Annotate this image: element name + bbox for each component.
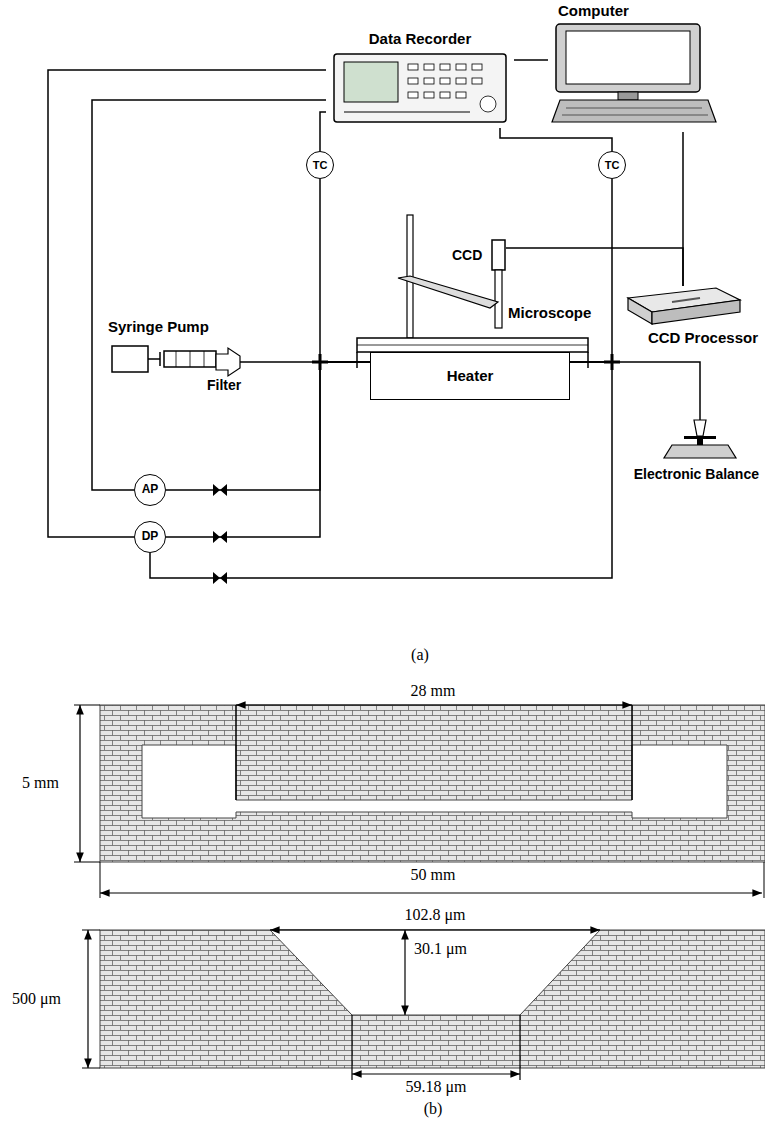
node-text: TC [313, 159, 328, 172]
node-text: CCD Processor [648, 329, 758, 346]
node-text: Microscope [508, 304, 591, 321]
pipe-or-wire [92, 100, 326, 490]
dimension-label: 102.8 μm [402, 906, 467, 924]
dimension-label: 59.18 μm [403, 1078, 468, 1096]
channel-plate-section [74, 705, 765, 898]
balance-drawing [664, 404, 736, 458]
pipe-or-wire [683, 132, 684, 286]
node-text: Electronic Balance [634, 466, 759, 482]
dimension-label: 500 μm [10, 990, 63, 1008]
node-text: DP [142, 530, 159, 544]
node-text: Data Recorder [369, 30, 472, 47]
pipe-or-wire [166, 362, 370, 490]
pipe-or-wire [570, 179, 612, 362]
pipe-or-wire [166, 362, 370, 537]
ccd-node: CCD [452, 238, 506, 272]
syringe-pump-drawing [112, 346, 250, 376]
pipe-or-wire [514, 60, 548, 61]
node-text: Computer [558, 2, 629, 19]
computer-node: Computer [548, 2, 720, 132]
microscope-node: Microscope [508, 302, 604, 324]
syringe-pump-node: Syringe Pump [108, 318, 250, 376]
panel-label: (b) [422, 1100, 445, 1118]
thermocouple-node: TC [598, 151, 626, 179]
pipe-or-wire [48, 70, 326, 537]
node-text: AP [142, 483, 159, 497]
dimension-label: 50 mm [409, 866, 458, 884]
channel-cross-section [82, 930, 765, 1080]
node-text: CCD [452, 247, 482, 263]
pipe-or-wire [320, 179, 370, 362]
heater-box: Heater [370, 352, 570, 400]
dimension-label: 5 mm [20, 774, 61, 792]
ccd-processor-node: CCD Processor [620, 286, 762, 346]
balance-node: Electronic Balance [620, 404, 762, 482]
pressure-gauge-node: AP [134, 474, 166, 506]
node-text: Syringe Pump [108, 318, 209, 335]
node-text: TC [605, 159, 620, 172]
pipe-or-wire [506, 248, 683, 286]
pipe-or-wire [500, 128, 612, 151]
thermocouple-node: TC [306, 151, 334, 179]
dimension-label: 28 mm [409, 682, 458, 700]
node-text: Heater [447, 367, 494, 384]
pipe-or-wire [570, 362, 700, 404]
computer-drawing [552, 24, 716, 122]
data-recorder-node: Data Recorder [326, 30, 514, 128]
dimension-label: 30.1 μm [412, 940, 469, 958]
pipe-or-wire [320, 112, 326, 151]
part-label: Filter [205, 378, 243, 393]
ccd-processor-drawing [628, 288, 740, 324]
valve-symbols [213, 484, 227, 584]
microscope-drawing [398, 215, 505, 338]
pressure-gauge-node: DP [134, 521, 166, 553]
panel-label: (a) [409, 646, 431, 664]
data-recorder-drawing [334, 54, 506, 122]
